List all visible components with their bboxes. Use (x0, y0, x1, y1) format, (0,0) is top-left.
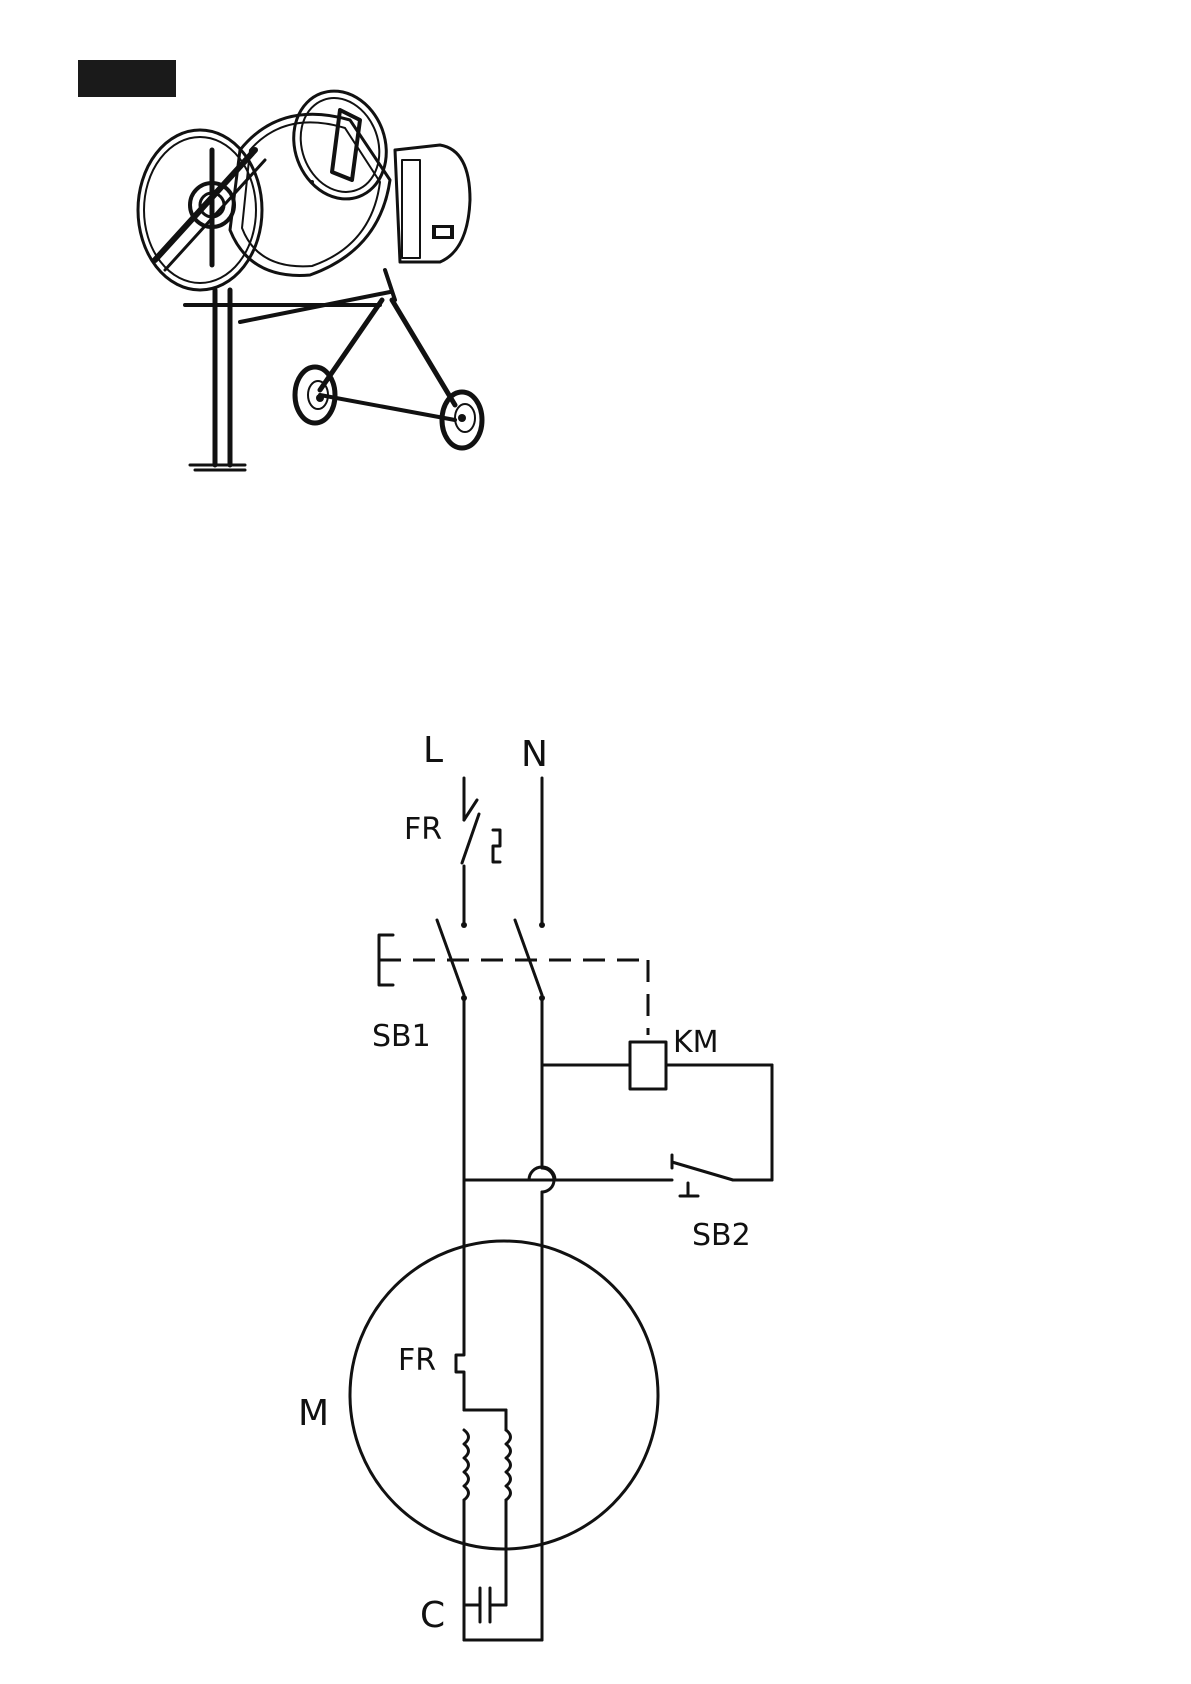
line-N-conductor (539, 778, 545, 928)
label-km: KM (673, 1025, 719, 1060)
km-contactor-coil (542, 1042, 772, 1180)
motor-m (350, 1241, 658, 1640)
label-fr-motor: FR (398, 1343, 436, 1378)
main-conductors (464, 1000, 542, 1640)
label-N: N (521, 734, 548, 775)
sb2-push-button (464, 1155, 772, 1196)
label-sb1: SB1 (372, 1019, 431, 1054)
sb1-switch (379, 920, 648, 1035)
label-L: L (423, 730, 443, 771)
label-fr-top: FR (404, 812, 442, 847)
line-L-conductor (461, 778, 479, 928)
label-m: M (298, 1393, 329, 1434)
label-sb2: SB2 (692, 1218, 751, 1253)
capacitor-c (464, 1588, 506, 1622)
label-c: C (420, 1595, 445, 1636)
thermal-relay-contact-icon (493, 830, 500, 862)
